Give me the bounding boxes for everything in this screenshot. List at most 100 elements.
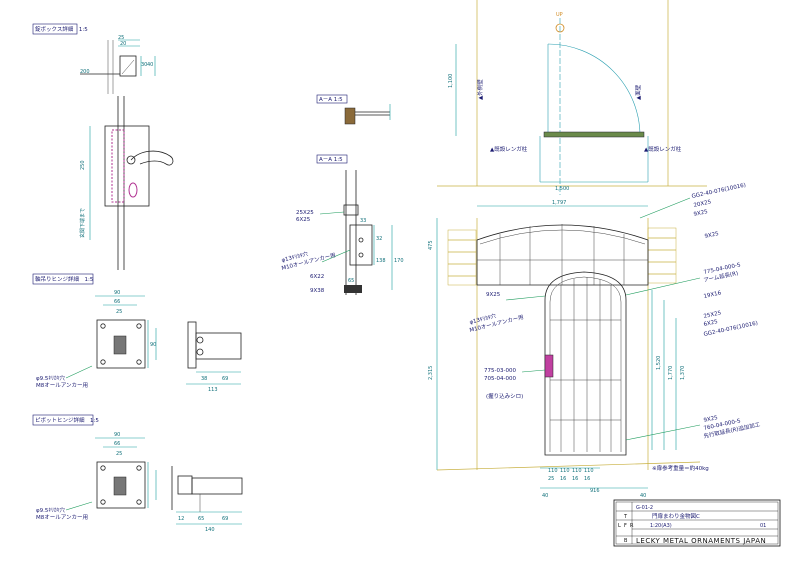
key-box-title-tag xyxy=(32,23,78,35)
top-hinge-detail: 軸吊りヒンジ詳細 1:5 90 66 25 90 φ9.5ｷﾘｶｷ穴 M8オール… xyxy=(32,273,242,393)
callout-9x25d: 9X25 xyxy=(703,415,719,424)
section-aa-top: A－A 1:5 xyxy=(316,94,391,125)
aa-mid-label-pipe: 25X25 xyxy=(296,210,314,216)
callout-25x25: 25X25 xyxy=(703,310,722,320)
pivot-hinge-detail: ピボットヒンジ詳細 1:5 90 66 25 φ9.5ｷﾘｶｷ穴 M8オールアン… xyxy=(32,414,243,533)
title-letter-t: T xyxy=(623,514,628,520)
aa-mid-dim-138: 138 xyxy=(376,258,386,264)
callout-gg2-top: GG2-40-076(10016) xyxy=(691,183,746,200)
lever-handle-rose xyxy=(126,155,136,165)
plan-label-pillar-left: ▲既設レンガ柱 xyxy=(490,145,528,153)
gate-lock-box xyxy=(544,354,554,378)
title-sheet-no: 01 xyxy=(760,523,766,529)
elev-dim-110c: 110 xyxy=(572,468,582,474)
aa-mid-label-flat: 6X25 xyxy=(296,217,311,223)
elev-dim-40b: 40 xyxy=(640,493,646,499)
callout-grip-margin: (握り込みシロ) xyxy=(486,392,523,400)
section-aa-top-title: A－A 1:5 xyxy=(319,97,343,103)
hinge-top-plate xyxy=(96,319,146,369)
plan-view: UP 1,100 1,500 ▲既設レンガ柱 ▲既設レンガ柱 ▲外側壁 ▲面壁 xyxy=(437,0,707,195)
hinge-bottom-note-anchor: M8オールアンカー用 xyxy=(36,514,88,521)
lever-handle xyxy=(130,150,174,166)
callout-20x25: 20X25 xyxy=(693,199,712,209)
aa-mid-dim-170: 170 xyxy=(394,258,404,264)
hinge-top-arm xyxy=(195,332,242,360)
elev-bot-16c: 16 xyxy=(584,476,590,482)
key-box-body xyxy=(104,125,150,207)
brick-pillar-left xyxy=(447,229,477,286)
hinge-bottom-dim-total: 140 xyxy=(205,527,215,533)
title-letter-f: F xyxy=(624,523,627,529)
elev-dim-110a: 110 xyxy=(548,468,558,474)
elev-dim-height: 2,315 xyxy=(428,366,434,380)
hinge-top-dim-w2: 66 xyxy=(114,299,120,305)
hinge-bottom-dim-a: 12 xyxy=(178,516,184,522)
hinge-bottom-dim-w3: 25 xyxy=(116,451,122,457)
title-drawing-name: 門扉まわり金物図C xyxy=(652,512,700,520)
plan-label-wall: ▲外側壁 xyxy=(476,79,484,100)
plan-dim-1500: 1,500 xyxy=(555,186,569,192)
elev-bot-16b: 16 xyxy=(572,476,578,482)
hinge-top-note-hole: φ9.5ｷﾘｶｷ穴 xyxy=(36,374,65,382)
hinge-top-dim-a: 38 xyxy=(201,376,207,382)
section-aa-top-post xyxy=(344,107,356,125)
hinge-bottom-dim-b: 65 xyxy=(198,516,204,522)
hinge-bottom-dim-c: 69 xyxy=(222,516,228,522)
hinge-bottom-dim-w: 90 xyxy=(114,432,120,438)
key-box-dim-d: 40 xyxy=(147,62,153,68)
title-drawing-no: G-01-2 xyxy=(636,505,653,511)
hinge-bottom-dim-w2: 66 xyxy=(114,441,120,447)
section-aa-mid-bracket xyxy=(349,224,373,266)
elev-bot-25: 25 xyxy=(548,476,554,482)
section-aa-mid: A－A 1:5 32 138 170 33 65 25X25 6X25 φ13ｷ… xyxy=(281,154,404,295)
elev-dim-475: 475 xyxy=(428,240,434,250)
key-box-dim-c: 30 xyxy=(141,62,147,68)
title-letter-b: B xyxy=(624,538,628,544)
elev-dim-110b: 110 xyxy=(560,468,570,474)
hinge-top-dim-w3: 25 xyxy=(116,309,122,315)
elevation-callouts-left: 775-03-000 705-04-000 (握り込みシロ) 9X25 M10オ… xyxy=(469,292,546,400)
title-company: LECKY METAL ORNAMENTS JAPAN xyxy=(636,537,766,545)
callout-9x25a: 9X25 xyxy=(693,209,709,218)
hinge-top-note-anchor: M8オールアンカー用 xyxy=(36,382,88,389)
elev-dim-1370: 1,370 xyxy=(680,366,686,380)
title-letter-l: L xyxy=(618,523,621,529)
plan-dim-1100: 1,100 xyxy=(448,74,454,88)
elev-dim-110d: 110 xyxy=(584,468,594,474)
callout-19x16: 19X16 xyxy=(703,290,722,300)
title-letter-r: R xyxy=(630,523,634,529)
keyhole-cylinder xyxy=(128,182,138,198)
hinge-top-dim-b: 69 xyxy=(222,376,228,382)
key-box-dim-flat: 200 xyxy=(80,69,90,75)
hinge-bottom-note-hole: φ9.5ｷﾘｶｷ穴 xyxy=(36,506,65,514)
hinge-bottom-plate xyxy=(96,461,146,509)
arched-gate-leaf xyxy=(544,271,627,456)
elev-dim-916: 916 xyxy=(590,488,600,494)
key-box-dim-a: 25 xyxy=(118,35,124,41)
plan-gate-leaf xyxy=(543,131,645,138)
callout-9x25c: 9X25 xyxy=(486,292,501,298)
title-block: T L F R B G-01-2 門扉まわり金物図C 1:20(A3) 01 L… xyxy=(613,499,781,547)
hinge-bottom-title-tag xyxy=(32,414,94,426)
door-swing-arc xyxy=(547,43,641,137)
hinge-top-dim-h: 90 xyxy=(150,342,156,348)
callout-705-04: 705-04-000 xyxy=(484,376,516,382)
gate-elevation: 1,797 2,315 475 xyxy=(428,183,761,499)
elev-dim-1520: 1,520 xyxy=(656,356,662,370)
key-box-dim-bottom: 玄関下端まで xyxy=(79,208,86,238)
hinge-top-title-tag xyxy=(32,273,94,285)
key-box-title: 錠ボックス詳細 1:5 xyxy=(35,25,88,33)
key-box-dim-b: 20 xyxy=(120,41,126,47)
aa-mid-label-9x38: 9X38 xyxy=(310,288,325,294)
section-aa-mid-title: A－A 1:5 xyxy=(319,157,343,163)
up-mark-label: UP xyxy=(556,12,563,18)
aa-mid-label-6x22: 6X22 xyxy=(310,274,324,280)
elev-weight-note: ※扉参考重量＝約40kg xyxy=(652,464,709,472)
hinge-top-title: 軸吊りヒンジ詳細 1:5 xyxy=(35,275,94,283)
callout-9x25b: 9X25 xyxy=(704,231,720,240)
aa-mid-dim-33: 33 xyxy=(360,218,366,224)
hinge-bottom-arm xyxy=(191,477,243,495)
elev-dim-40a: 40 xyxy=(542,493,548,499)
key-box-dim-height: 250 xyxy=(80,160,86,170)
